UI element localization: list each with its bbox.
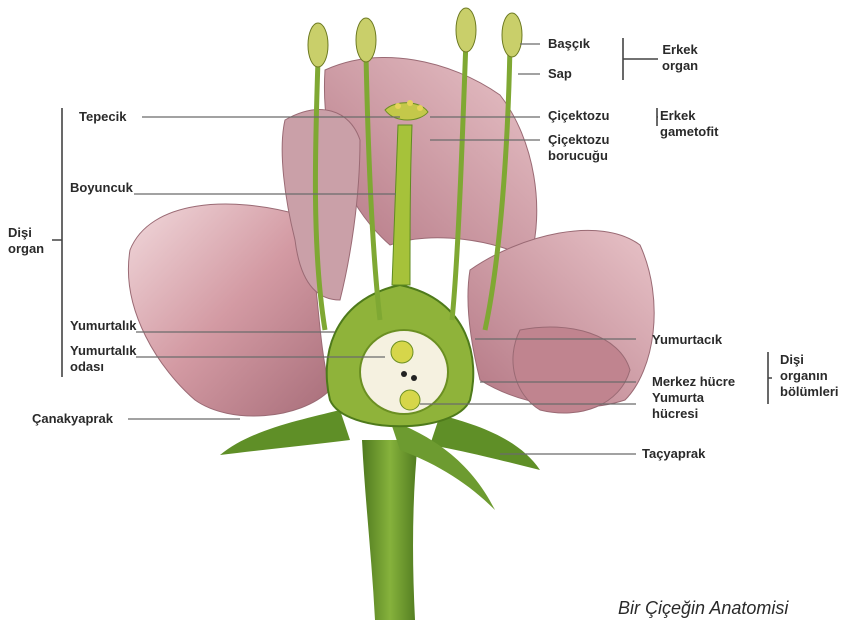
label-disi-organin-bolumleri: Dişi organın bölümleri	[780, 352, 839, 400]
label-bascik: Başçık	[548, 36, 590, 52]
ovule-top	[391, 341, 413, 363]
figure-caption: Bir Çiçeğin Anatomisi	[618, 598, 788, 619]
label-disi-organ: Dişi organ	[8, 225, 44, 257]
anther-1	[308, 23, 328, 67]
label-yumurtalik-odasi: Yumurtalık odası	[70, 343, 136, 375]
label-erkek-gametofit: Erkek gametofit	[660, 108, 719, 140]
label-cicektozu: Çiçektozu	[548, 108, 609, 124]
ovule-bottom	[400, 390, 420, 410]
anther-3	[456, 8, 476, 52]
label-cicektozu-borucugu: Çiçektozu borucuğu	[548, 132, 609, 164]
label-yumurtalik: Yumurtalık	[70, 318, 136, 334]
label-sap: Sap	[548, 66, 572, 82]
label-canakyaprak: Çanakyaprak	[32, 411, 113, 427]
stem-and-sepals	[220, 410, 540, 620]
label-tepecik: Tepecik	[79, 109, 126, 125]
sepal-left	[220, 410, 350, 455]
anther-4	[502, 13, 522, 57]
stem	[362, 440, 418, 620]
label-tacyaprak: Taçyaprak	[642, 446, 705, 462]
label-erkek-organ: Erkek organ	[662, 42, 698, 74]
label-merkez-hucre: Merkez hücre	[652, 374, 735, 390]
label-yumurtacik: Yumurtacık	[652, 332, 722, 348]
label-yumurta-hucresi: Yumurta hücresi	[652, 390, 704, 422]
anther-2	[356, 18, 376, 62]
label-boyuncuk: Boyuncuk	[70, 180, 133, 196]
